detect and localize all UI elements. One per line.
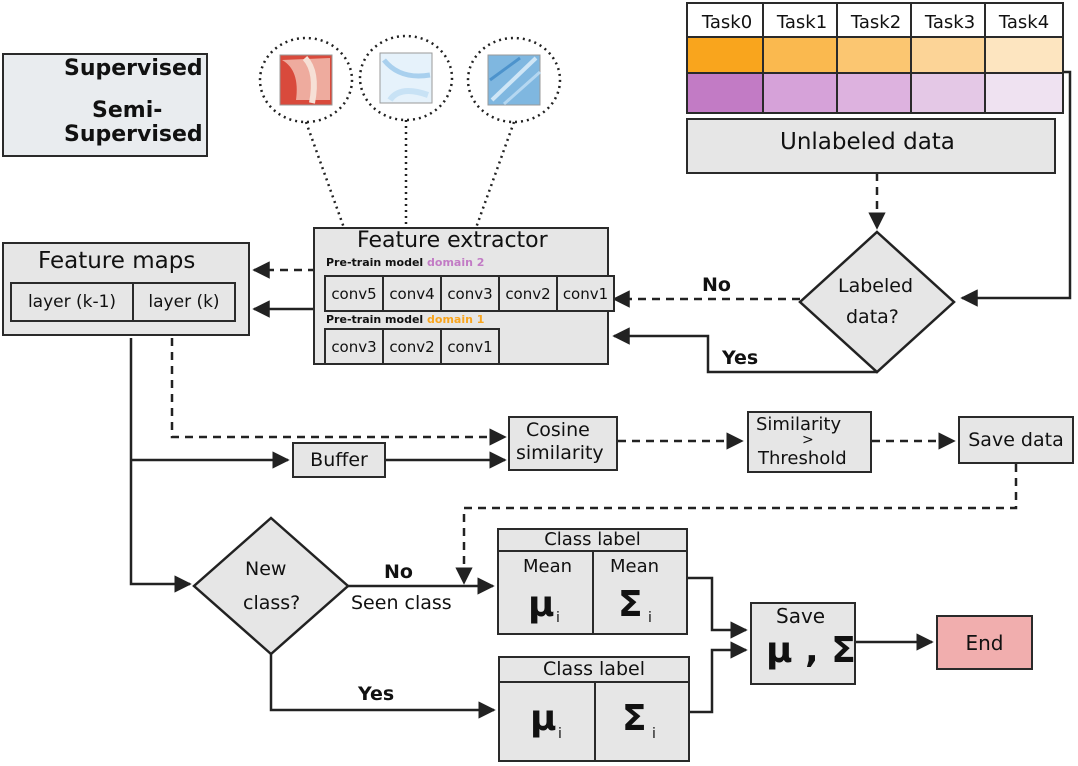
task-header-4: Task4 bbox=[984, 2, 1064, 42]
task-cell-row2-4 bbox=[984, 72, 1064, 114]
new-class-diamond bbox=[192, 516, 350, 656]
conv-block-conv3: conv3 bbox=[440, 275, 500, 312]
new-class-line2: class? bbox=[243, 592, 301, 614]
conv-block-conv5: conv5 bbox=[324, 275, 384, 312]
save-params-label: Save bbox=[776, 604, 826, 628]
class-bottom-mu-sub: i bbox=[558, 726, 562, 742]
conv-block-conv2: conv2 bbox=[498, 275, 558, 312]
labeled-data-diamond bbox=[798, 230, 956, 374]
layer-k-minus-1: layer (k-1) bbox=[10, 282, 134, 322]
cosine-similarity-box bbox=[508, 416, 618, 471]
class-label-bottom-header: Class label bbox=[498, 656, 690, 683]
class-top-mean-2: Mean bbox=[610, 556, 660, 577]
new-class-line1: New bbox=[245, 558, 287, 580]
task-cell-row2-1 bbox=[762, 72, 842, 114]
task-cell-row2-0 bbox=[686, 72, 768, 114]
task-header-2: Task2 bbox=[836, 2, 916, 42]
unlabeled-data-label: Unlabeled data bbox=[780, 129, 955, 155]
threshold-line1: Similarity bbox=[756, 414, 842, 435]
labeled-line1: Labeled bbox=[838, 275, 914, 297]
save-data-box: Save data bbox=[958, 416, 1074, 464]
legend-box bbox=[2, 53, 208, 157]
end-box: End bbox=[936, 615, 1033, 670]
class-label-bottom-divider bbox=[594, 682, 596, 762]
cosine-line1: Cosine bbox=[526, 419, 590, 441]
legend-semi-label-1: Semi- bbox=[92, 98, 163, 123]
unlabeled-data-box bbox=[686, 118, 1056, 174]
threshold-line2: > bbox=[802, 432, 814, 448]
class-top-sigma: Σ bbox=[618, 584, 643, 625]
task-cell-row1-2 bbox=[836, 36, 916, 78]
new-class-no-label: No bbox=[384, 561, 413, 583]
new-class-yes-label: Yes bbox=[358, 683, 395, 705]
class-top-mu: μ bbox=[528, 584, 555, 625]
conv-block-conv2: conv2 bbox=[382, 328, 442, 365]
class-bottom-mu: μ bbox=[530, 698, 557, 739]
legend-supervised-label: Supervised bbox=[64, 56, 203, 81]
domain2-caption: Pre-train model domain 2 bbox=[326, 256, 485, 269]
save-params-symbols: μ , Σ bbox=[766, 630, 856, 671]
cosine-line2: similarity bbox=[516, 442, 604, 464]
task-cell-row2-3 bbox=[910, 72, 990, 114]
dotted-circle-1 bbox=[258, 36, 354, 124]
class-label-top-divider bbox=[592, 551, 594, 635]
buffer-box: Buffer bbox=[292, 442, 386, 478]
layer-k: layer (k) bbox=[132, 282, 236, 322]
seen-class-label: Seen class bbox=[351, 592, 452, 614]
conv-block-conv4: conv4 bbox=[382, 275, 442, 312]
labeled-no-label: No bbox=[702, 274, 731, 296]
task-cell-row2-2 bbox=[836, 72, 916, 114]
feature-maps-title: Feature maps bbox=[38, 248, 196, 274]
class-label-top-header: Class label bbox=[497, 528, 688, 552]
class-bottom-sigma-sub: i bbox=[652, 726, 656, 742]
feature-extractor-title: Feature extractor bbox=[357, 228, 548, 253]
class-bottom-sigma: Σ bbox=[622, 698, 647, 739]
class-top-sigma-sub: i bbox=[648, 610, 652, 626]
save-params-box bbox=[750, 602, 856, 685]
feature-maps-layers: layer (k-1) layer (k) bbox=[10, 282, 236, 322]
conv-block-conv1: conv1 bbox=[556, 275, 615, 312]
task-header-0: Task0 bbox=[686, 2, 768, 42]
dotted-circle-2 bbox=[358, 34, 454, 122]
domain1-caption: Pre-train model domain 1 bbox=[326, 313, 485, 326]
conv-block-conv3: conv3 bbox=[324, 328, 384, 365]
legend-semi-label-2: Supervised bbox=[64, 122, 203, 147]
class-top-mu-sub: i bbox=[556, 610, 560, 626]
labeled-line2: data? bbox=[846, 306, 899, 328]
dotted-circle-3 bbox=[466, 36, 562, 124]
threshold-box bbox=[747, 411, 872, 473]
conv-block-conv1: conv1 bbox=[440, 328, 500, 365]
task-cell-row1-4 bbox=[984, 36, 1064, 78]
labeled-yes-label: Yes bbox=[722, 347, 759, 369]
threshold-line3: Threshold bbox=[758, 448, 847, 469]
class-top-mean-1: Mean bbox=[523, 556, 573, 577]
